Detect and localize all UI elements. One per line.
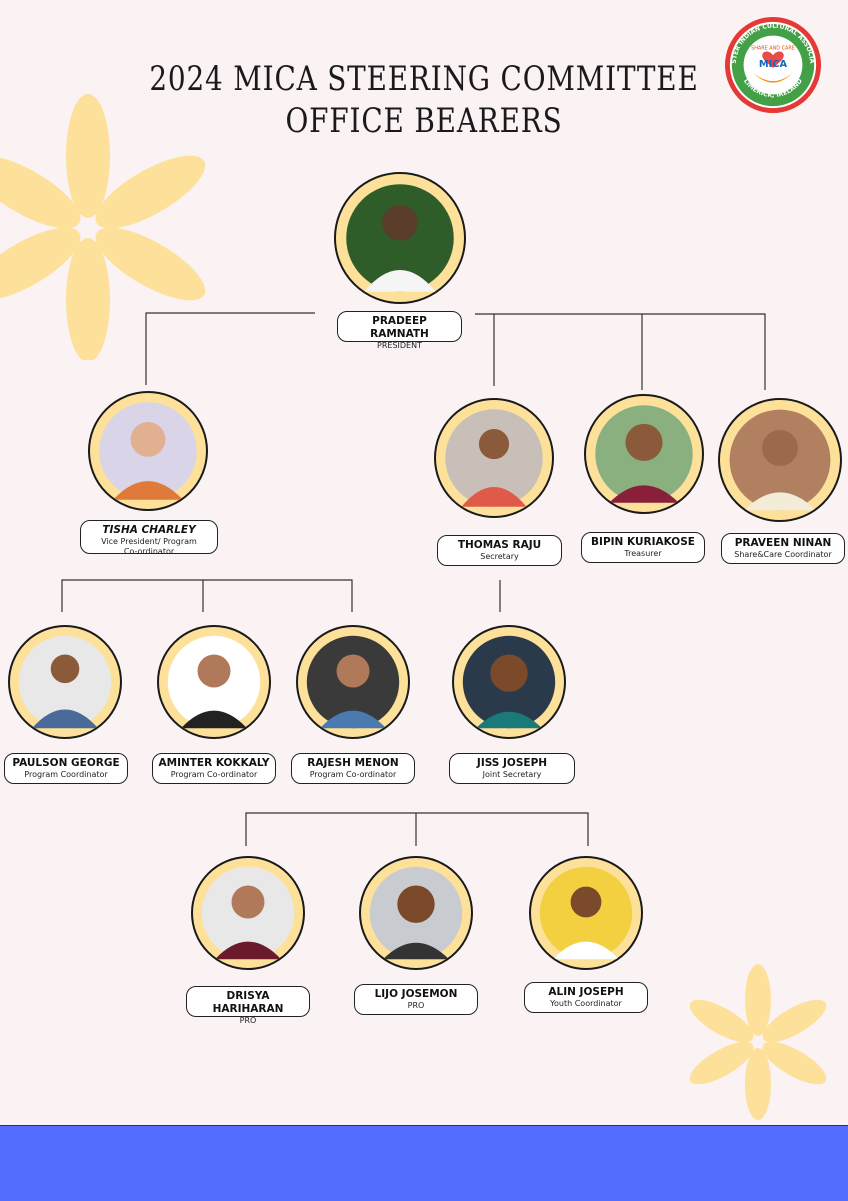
flower-decoration-top-left (0, 94, 206, 360)
member-name: JISS JOSEPH (476, 757, 548, 769)
avatar-pro2 (359, 856, 473, 970)
member-name: RAJESH MENON (307, 757, 399, 769)
member-label-secretary: THOMAS RAJU Secretary (437, 535, 562, 566)
avatar-treasurer (584, 394, 704, 514)
member-role: Youth Coordinator (550, 999, 622, 1008)
logo-name: MICA (759, 59, 788, 70)
member-role: Secretary (480, 552, 519, 561)
member-name: ALIN JOSEPH (548, 986, 624, 998)
footer-band (0, 1125, 848, 1201)
page-subtitle: OFFICE BEARERS (285, 101, 563, 141)
page-title: 2024 MICA STEERING COMMITTEE (149, 59, 699, 99)
member-role: Program Co-ordinator (170, 770, 258, 779)
avatar-vice-president (88, 391, 208, 511)
member-role: Program Co-ordinator (309, 770, 397, 779)
member-label-pro2: LIJO JOSEMON PRO (354, 984, 478, 1015)
member-role: PRO (407, 1001, 425, 1010)
member-role: PRESIDENT (377, 341, 422, 350)
avatar-secretary (434, 398, 554, 518)
member-label-president: PRADEEP RAMNATH PRESIDENT (337, 311, 462, 350)
member-role: Program Coordinator (24, 770, 108, 779)
flower-decoration-bottom-right (689, 964, 827, 1120)
member-label-vice-president: TISHA CHARLEY Vice President/ Program Co… (80, 520, 218, 556)
member-label-program1: PAULSON GEORGE Program Coordinator (4, 753, 128, 784)
mica-logo: MUNSTER INDIAN CULTURAL ASSOCIATION LIME… (724, 16, 822, 114)
avatar-share-care (718, 398, 842, 522)
member-name: PAULSON GEORGE (12, 757, 120, 769)
avatar-program3 (296, 625, 410, 739)
member-name: TISHA CHARLEY (102, 524, 196, 536)
member-label-treasurer: BIPIN KURIAKOSE Treasurer (581, 532, 705, 563)
member-name: THOMAS RAJU (457, 539, 542, 551)
member-role: Treasurer (624, 549, 662, 558)
member-role: Share&Care Coordinator (734, 550, 832, 559)
avatar-president (334, 172, 466, 304)
member-name: PRADEEP RAMNATH (370, 315, 429, 340)
member-label-share-care: PRAVEEN NINAN Share&Care Coordinator (721, 533, 845, 564)
member-name: LIJO JOSEMON (374, 988, 458, 1000)
avatar-youth (529, 856, 643, 970)
member-label-program3: RAJESH MENON Program Co-ordinator (291, 753, 415, 784)
logo-inner-text: SHARE AND CARE (751, 45, 795, 51)
member-label-joint-secretary: JISS JOSEPH Joint Secretary (449, 753, 575, 784)
member-name: PRAVEEN NINAN (734, 537, 832, 549)
avatar-program2 (157, 625, 271, 739)
member-name: AMINTER KOKKALY (158, 757, 270, 769)
member-name: DRISYA HARIHARAN (212, 990, 284, 1015)
member-label-pro1: DRISYA HARIHARAN PRO (186, 986, 310, 1025)
avatar-program1 (8, 625, 122, 739)
member-label-youth: ALIN JOSEPH Youth Coordinator (524, 982, 648, 1013)
member-name: BIPIN KURIAKOSE (591, 536, 695, 548)
member-role: PRO (239, 1016, 257, 1025)
member-role: Vice President/ Program Co-ordinator (101, 537, 197, 556)
avatar-pro1 (191, 856, 305, 970)
avatar-joint-secretary (452, 625, 566, 739)
member-role: Joint Secretary (482, 770, 542, 779)
member-label-program2: AMINTER KOKKALY Program Co-ordinator (152, 753, 276, 784)
